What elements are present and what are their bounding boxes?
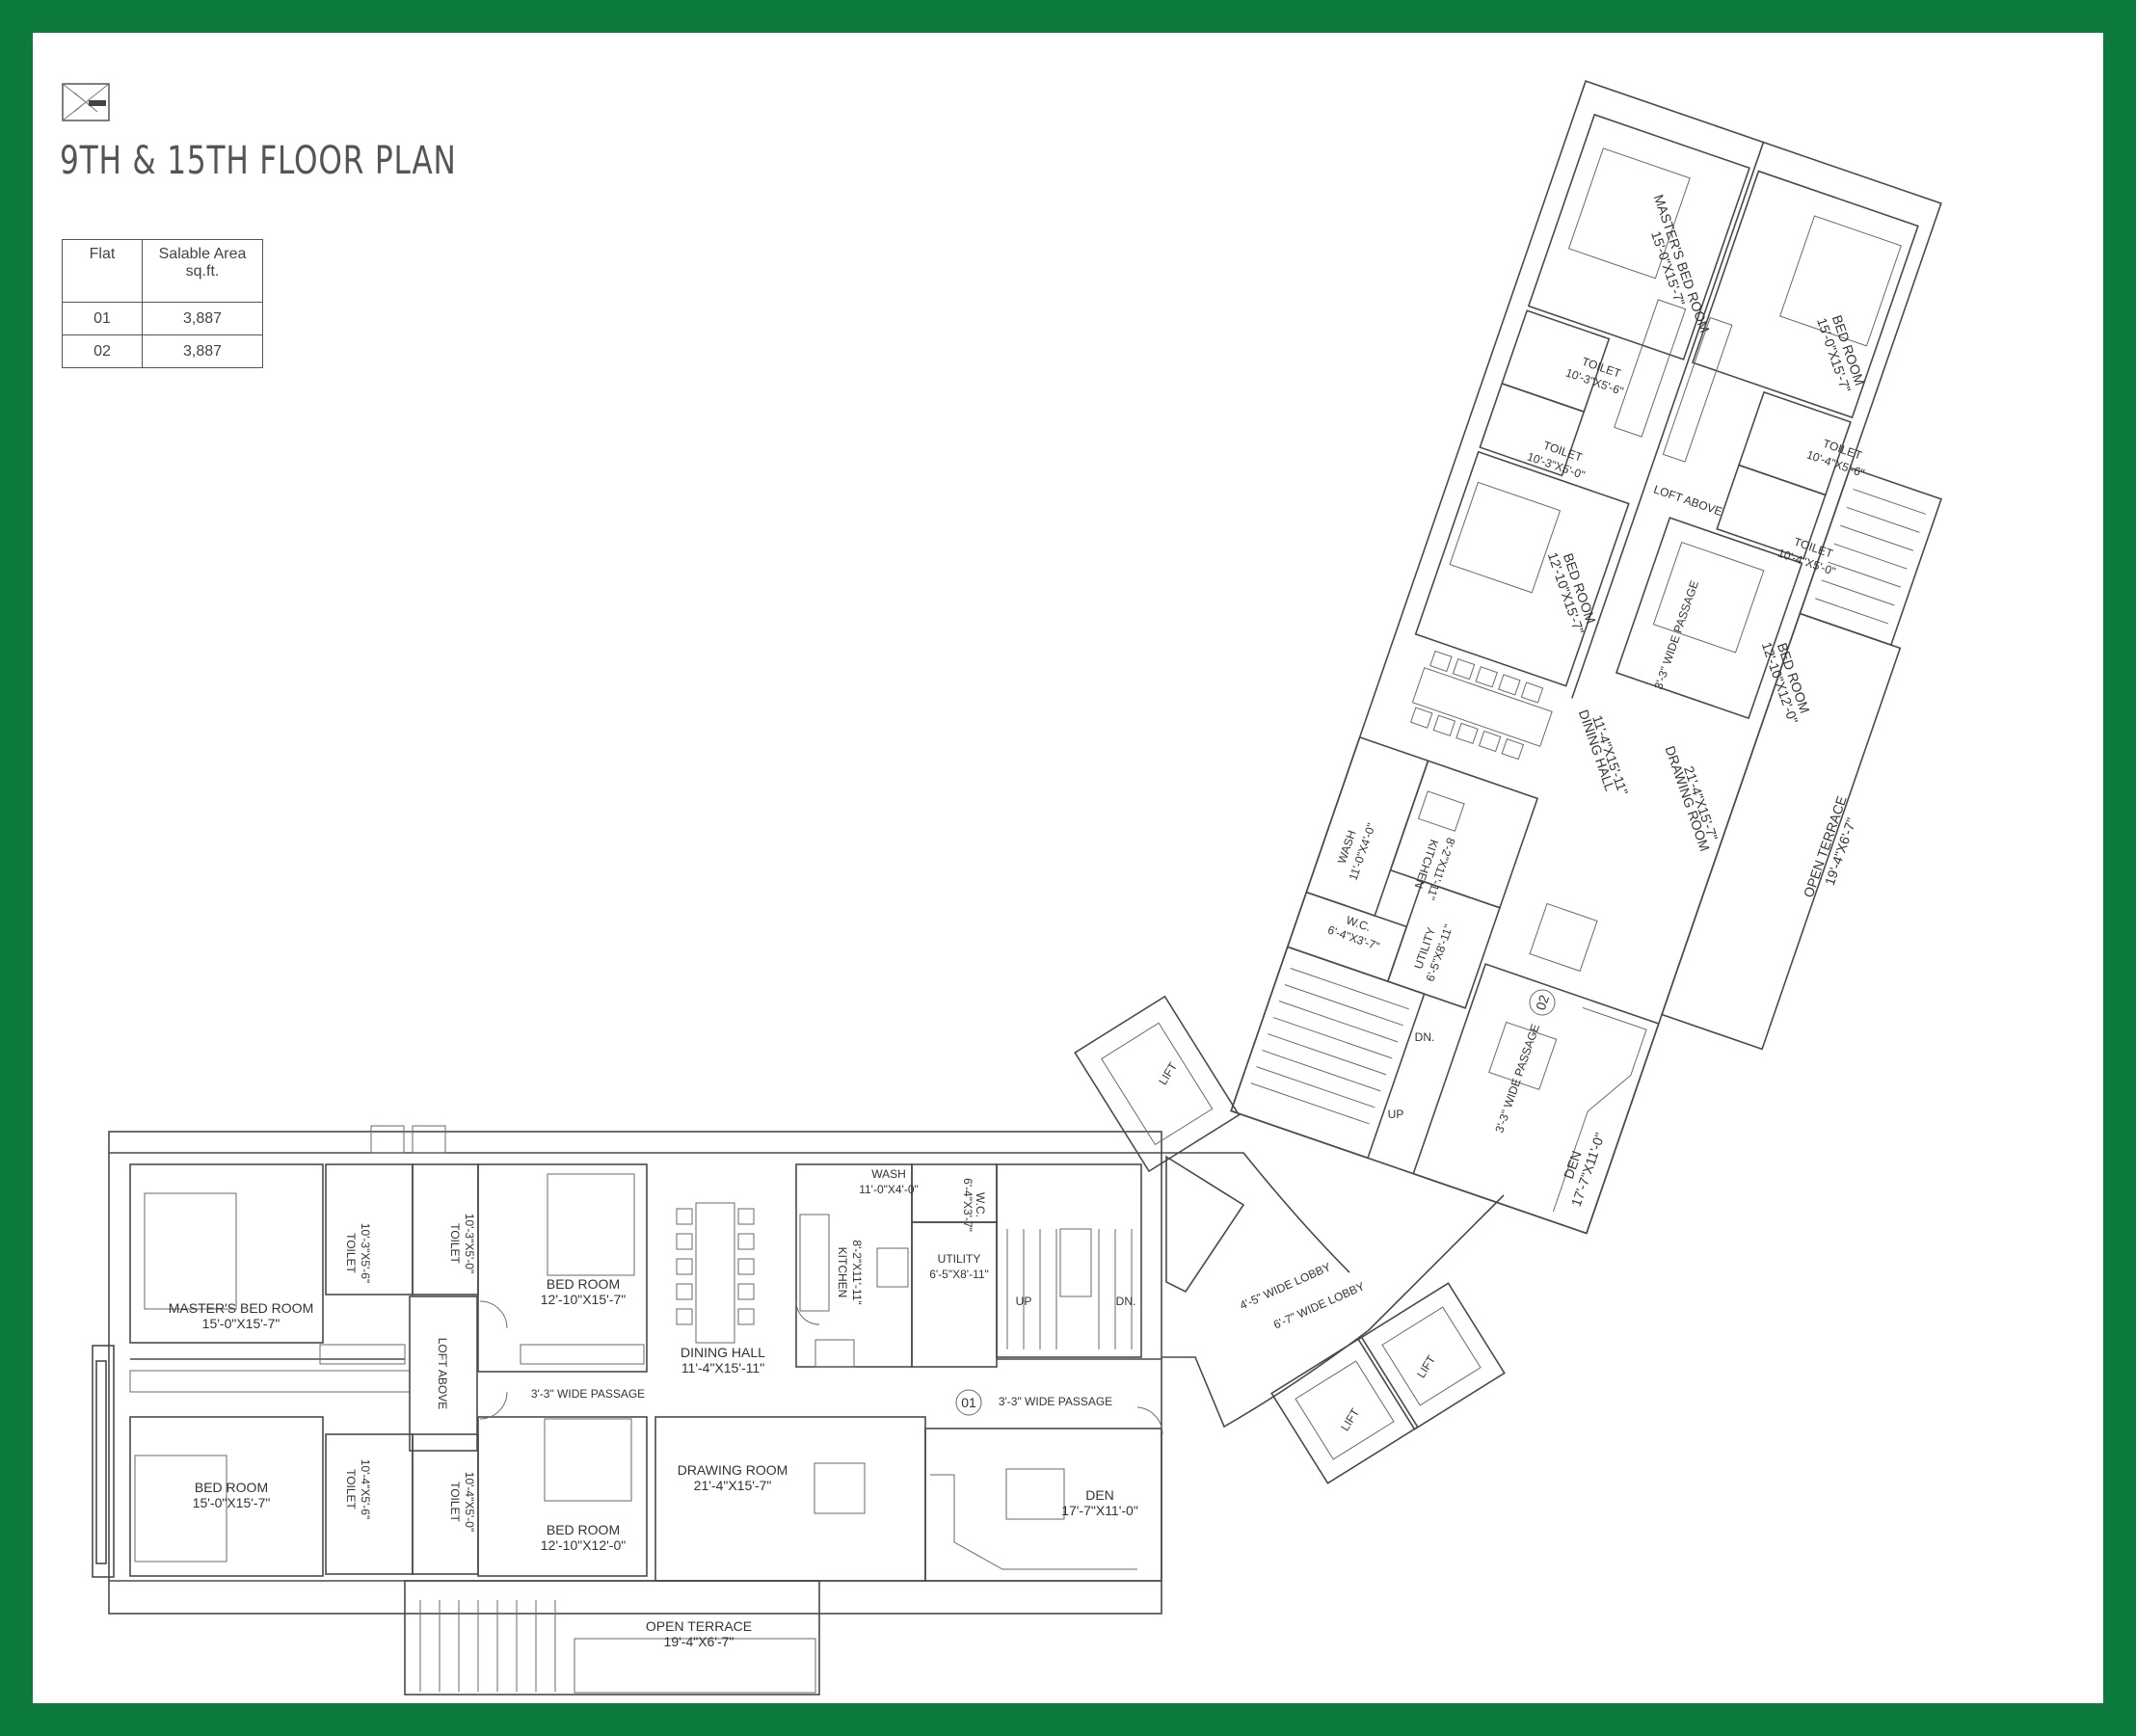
room-dimension: 10'-4"X5'-6" [359,1459,372,1519]
room-label: WASH [871,1167,906,1181]
flat-01-marker [955,1389,982,1416]
area-table: Flat Salable Area sq.ft. 01 3,887 02 3,8… [62,239,263,368]
table-row: 01 3,887 [62,302,263,335]
room-label: TOILET [344,1469,358,1509]
passage-label: 3'-3" WIDE PASSAGE [531,1387,645,1401]
room-dimension: 12'-10"X12'-0" [541,1537,626,1553]
flat-01-marker-label: 01 [961,1395,976,1410]
room-label: TOILET [448,1223,462,1264]
flat-01-walls [92,1125,1163,1696]
room-label: DINING HALL [681,1345,765,1360]
room-label: BED ROOM [547,1276,620,1292]
room-dimension: 10'-3"X5'-6" [359,1223,372,1283]
room-dimension: 8'-2"X11'-11" [850,1240,864,1304]
passage-label: 3'-3" WIDE PASSAGE [1492,1022,1542,1134]
passage-label: 3'-3" WIDE PASSAGE [1651,578,1701,690]
room-dimension: 11'-0"X4'-0" [859,1183,919,1196]
table-row: 02 3,887 [62,334,263,368]
room-dimension: 6'-5"X8'-11" [929,1268,989,1281]
logo-icon [62,83,110,121]
room-dimension: 10'-4"X5'-0" [463,1472,476,1532]
table-header-row: Flat Salable Area sq.ft. [62,239,263,303]
room-label: TOILET [448,1482,462,1522]
stair-label: DN. [1415,1030,1435,1044]
room-label: DEN [1085,1487,1114,1503]
stair-label: UP [1016,1295,1032,1308]
room-label: LOFT ABOVE [436,1338,449,1409]
room-dimension: 21'-4"X15'-7" [694,1478,772,1493]
table-header: Salable Area sq.ft. [142,239,263,303]
room-dimension: 10'-3"X5'-0" [463,1214,476,1273]
room-label: W.C. [974,1192,987,1217]
room-label: UTILITY [938,1252,981,1266]
room-label: BED ROOM [547,1522,620,1537]
plan-sheet [33,33,2103,1703]
lift-label: LIFT [1156,1059,1180,1087]
room-dimension: 17'-7"X11'-0" [1061,1503,1138,1518]
room-label: DRAWING ROOM [678,1462,788,1478]
passage-label: 3'-3" WIDE PASSAGE [999,1395,1112,1408]
room-dimension: 15'-0"X15'-7" [193,1495,271,1510]
flat-01-labels: MASTER'S BED ROOM 15'-0"X15'-7" TOILET 1… [169,1167,1138,1649]
flat-02-labels: MASTER'S BED ROOM 15'-0"X15'-7" BED ROOM… [1326,193,1868,1209]
page-title: 9TH & 15TH FLOOR PLAN [60,139,457,183]
room-label: BED ROOM [195,1480,268,1495]
room-label: OPEN TERRACE [646,1618,752,1634]
room-dimension: 15'-0"X15'-7" [202,1316,280,1331]
flat-02-marker-label: 02 [1533,993,1552,1012]
room-dimension: 6'-4"X3'-7" [961,1178,975,1232]
stair-label: DN. [1116,1295,1136,1308]
stair-label: UP [1388,1108,1404,1121]
lobby-walls [1074,995,1506,1484]
table-cell: 3,887 [142,334,263,368]
lift-label: LIFT [1414,1352,1438,1380]
room-dimension: 19'-4"X6'-7" [664,1634,734,1649]
room-dimension: 11'-4"X15'-11" [681,1360,764,1375]
room-label: MASTER'S BED ROOM [169,1300,313,1316]
room-dimension: 12'-10"X15'-7" [541,1292,626,1307]
room-label: KITCHEN [836,1247,849,1298]
flat-02-marker [1529,989,1556,1016]
flat-02-walls [1230,80,1942,1235]
room-label: TOILET [344,1233,358,1273]
table-cell: 02 [62,334,143,368]
room-label: LOFT ABOVE [1652,482,1724,518]
lift-label: LIFT [1338,1405,1362,1433]
